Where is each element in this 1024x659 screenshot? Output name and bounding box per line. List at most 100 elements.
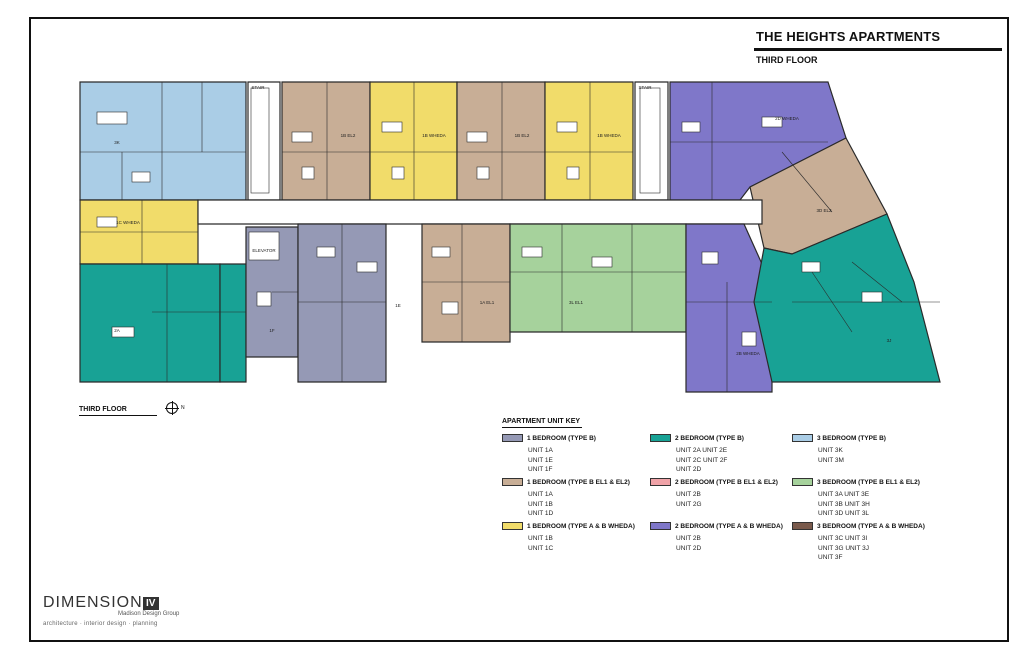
room-label: STAIR bbox=[639, 85, 653, 90]
color-swatch bbox=[792, 434, 813, 442]
fixture bbox=[681, 121, 701, 133]
room-label: 1B WHEDA bbox=[597, 133, 621, 138]
unit-entry: UNIT 1A bbox=[528, 447, 553, 454]
firm-subtitle: Madison Design Group bbox=[118, 611, 180, 617]
interior-wall bbox=[851, 261, 903, 303]
room-label: 3L EL1 bbox=[569, 300, 584, 305]
color-swatch bbox=[792, 478, 813, 486]
unit-entry: UNIT 3F bbox=[818, 554, 843, 561]
floor-plan-label: THIRD FLOOR bbox=[79, 406, 127, 413]
color-swatch bbox=[502, 478, 523, 486]
unit-entry: UNIT 2D bbox=[676, 466, 702, 473]
key-category: 2 BEDROOM (TYPE A & B WHEDA) UNIT 2B UNIT … bbox=[650, 521, 800, 553]
unit-entry: UNIT 1B bbox=[528, 500, 553, 508]
fixture bbox=[391, 166, 405, 180]
fixture bbox=[466, 131, 488, 143]
firm-name: DIMENSION bbox=[43, 594, 143, 611]
category-label: 3 BEDROOM (TYPE A & B WHEDA) bbox=[817, 522, 925, 530]
firm-mark: IV bbox=[142, 597, 159, 610]
fixture bbox=[741, 331, 757, 347]
color-swatch bbox=[650, 434, 671, 442]
unit-list: UNIT 1A UNIT 1B UNIT 1D bbox=[528, 490, 652, 519]
fixture bbox=[316, 246, 336, 258]
unit-list: UNIT 3K UNIT 3M bbox=[818, 446, 942, 465]
fixture bbox=[556, 121, 578, 133]
fixture bbox=[291, 131, 313, 143]
unit-entry: UNIT 3D UNIT 3L bbox=[818, 510, 870, 517]
fixture bbox=[521, 246, 543, 258]
fixture bbox=[356, 261, 378, 273]
category-label: 2 BEDROOM (TYPE B) bbox=[675, 434, 744, 442]
unit-2a bbox=[79, 263, 221, 383]
color-swatch bbox=[650, 522, 671, 530]
fixture bbox=[639, 87, 661, 194]
category-label: 2 BEDROOM (TYPE A & B WHEDA) bbox=[675, 522, 783, 530]
room-label: ELEVATOR bbox=[252, 248, 276, 253]
apartment-unit-key: APARTMENT UNIT KEY 1 BEDROOM (TYPE B)UNI… bbox=[502, 415, 962, 585]
north-arrow-icon bbox=[165, 401, 179, 415]
unit-3l-el1 bbox=[509, 223, 687, 333]
room-label: 2B WHEDA bbox=[736, 351, 760, 356]
unit-entry: UNIT 3M bbox=[818, 456, 844, 464]
unit-entry: UNIT 1D bbox=[528, 510, 554, 517]
unit-entry: UNIT 2D bbox=[676, 544, 702, 552]
room-label: 2D WHEDA bbox=[775, 116, 799, 121]
room-label: 1B EL2 bbox=[341, 133, 356, 138]
floor-label-underline bbox=[79, 415, 157, 416]
room-label: 3D EL2 bbox=[816, 208, 832, 213]
unit-2a-ext bbox=[219, 263, 247, 383]
fixture bbox=[761, 116, 783, 128]
unit-entry: UNIT 1B bbox=[528, 535, 553, 542]
unit-entry: UNIT 1E bbox=[528, 456, 553, 464]
key-title-underline bbox=[502, 427, 582, 428]
room-label: 1F bbox=[269, 328, 275, 333]
category-label: 1 BEDROOM (TYPE A & B WHEDA) bbox=[527, 522, 635, 530]
fixture bbox=[111, 326, 135, 338]
unit-entry: UNIT 1F bbox=[528, 466, 553, 473]
unit-entry: UNIT 3A UNIT 3E bbox=[818, 491, 870, 498]
fixture bbox=[441, 301, 459, 315]
title-underline bbox=[754, 48, 1002, 51]
unit-1a-el1 bbox=[421, 223, 511, 343]
key-category: 3 BEDROOM (TYPE A & B WHEDA)UNIT 3C UNIT… bbox=[792, 521, 942, 563]
key-title: APARTMENT UNIT KEY bbox=[502, 418, 581, 425]
room-label: 2A bbox=[114, 328, 120, 333]
unit-entry: UNIT 3K bbox=[818, 447, 843, 454]
unit-3j bbox=[753, 213, 941, 383]
unit-list: UNIT 1A UNIT 1E UNIT 1F bbox=[528, 446, 652, 475]
room-label: 1E bbox=[395, 303, 401, 308]
room-label: 1B EL2 bbox=[515, 133, 530, 138]
unit-entry: UNIT 2A UNIT 2E bbox=[676, 447, 728, 454]
category-label: 2 BEDROOM (TYPE B EL1 & EL2) bbox=[675, 478, 778, 486]
interior-wall bbox=[781, 151, 833, 213]
fixture bbox=[250, 87, 270, 194]
fixture bbox=[801, 261, 821, 273]
unit-entry: UNIT 2B bbox=[676, 535, 701, 542]
sheet-subtitle: THIRD FLOOR bbox=[756, 55, 818, 65]
fixture bbox=[301, 166, 315, 180]
sheet-title: THE HEIGHTS APARTMENTS bbox=[756, 29, 941, 44]
fixture bbox=[131, 171, 151, 183]
room-label: STAIR bbox=[252, 85, 266, 90]
unit-entry: UNIT 1A bbox=[528, 491, 553, 498]
unit-3k bbox=[79, 81, 247, 201]
fixture bbox=[566, 166, 580, 180]
fixture bbox=[256, 291, 272, 307]
room-label: 3J bbox=[887, 338, 892, 343]
category-label: 3 BEDROOM (TYPE B EL1 & EL2) bbox=[817, 478, 920, 486]
fixture bbox=[701, 251, 719, 265]
unit-entry: UNIT 3G UNIT 3J bbox=[818, 544, 870, 552]
unit-entry: UNIT 2G bbox=[676, 500, 702, 508]
room-label: 1A EL1 bbox=[480, 300, 495, 305]
unit-entry: UNIT 3B UNIT 3H bbox=[818, 500, 870, 508]
